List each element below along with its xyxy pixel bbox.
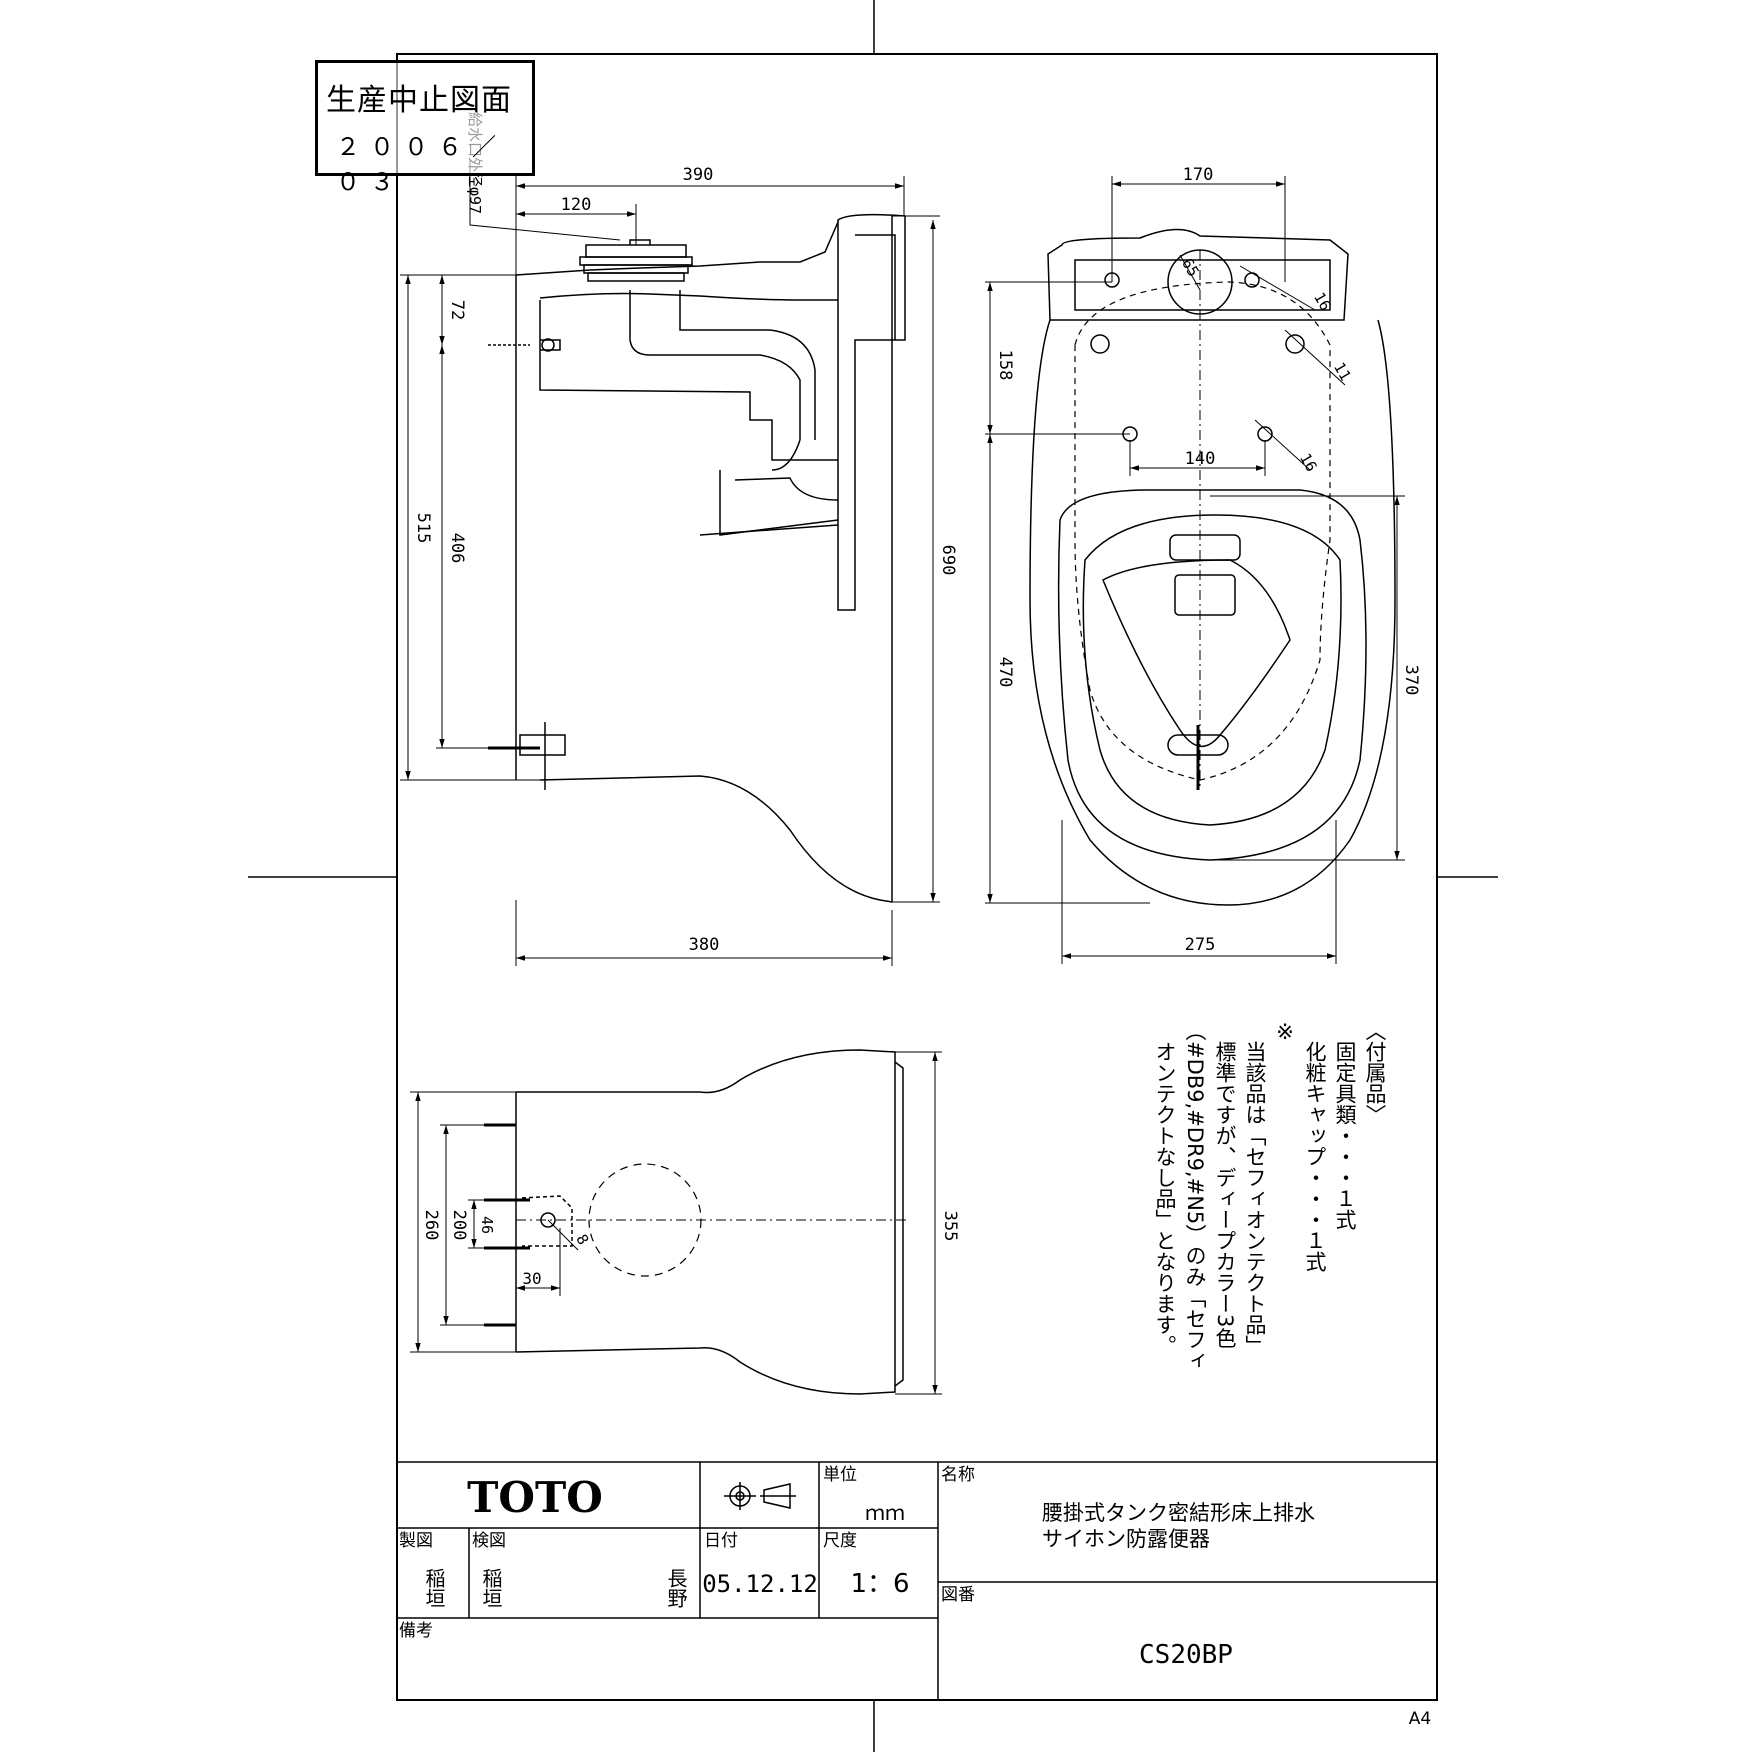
dim-355: 355 [940, 1211, 960, 1242]
dim-8: 8 [572, 1231, 592, 1248]
dim-16b: 16 [1296, 450, 1321, 475]
number-label: 図番 [941, 1585, 975, 1605]
unit-value: ｍｍ [865, 1501, 905, 1525]
name-line-1: 腰掛式タンク密結形床上排水 [1042, 1501, 1315, 1525]
dim-30: 30 [522, 1269, 541, 1288]
top-view [1029, 228, 1396, 906]
dim-11: 11 [1330, 359, 1355, 384]
dim-158: 158 [995, 350, 1015, 381]
side-view [488, 213, 906, 903]
dim-690: 690 [938, 545, 958, 576]
name-label: 名称 [941, 1465, 975, 1485]
dim-515: 515 [413, 513, 433, 544]
bottom-view-dimensions [410, 1051, 942, 1395]
top-view-dimensions [985, 176, 1405, 964]
note-line: （#DB9,#DR9,#N5）のみ「セフィ [1183, 1020, 1207, 1372]
paper-size: A4 [1409, 1709, 1431, 1729]
sheet-border [248, 0, 1498, 1752]
dim-370: 370 [1401, 665, 1421, 696]
dim-275: 275 [1185, 935, 1216, 955]
stamp-title: 生産中止図面 [326, 83, 512, 118]
discontinued-stamp: 生産中止図面 ２００６／０３ [315, 60, 535, 196]
dim-120: 120 [561, 195, 592, 215]
dim-470: 470 [995, 657, 1015, 688]
signature-texts: 稲垣 稲垣 長野 [422, 1568, 688, 1608]
name-line-2: サイホン防露便器 [1042, 1527, 1210, 1551]
dim-200: 200 [449, 1210, 469, 1241]
dim-72: 72 [447, 300, 467, 320]
note-line: 当該品は「セフィオンテクト品」 [1243, 1020, 1267, 1356]
title-block [397, 1461, 1437, 1700]
date-label: 日付 [704, 1531, 738, 1551]
note-line: 標準ですが、ディープカラー3色 [1213, 1020, 1237, 1349]
projection-symbol-icon [724, 1482, 796, 1510]
checked-value: 稲垣 [479, 1568, 503, 1608]
drawn-value: 稲垣 [422, 1568, 446, 1608]
side-view-dimensions [400, 160, 940, 966]
drawing-number: CS20BP [1139, 1640, 1233, 1670]
note-line: オンテクトなし品」となります。 [1153, 1020, 1177, 1356]
drawn-label: 製図 [399, 1531, 433, 1551]
dim-46: 46 [478, 1216, 496, 1234]
dim-140: 140 [1185, 449, 1216, 469]
dim-406: 406 [447, 533, 467, 564]
note-line: 〈付属品〉 [1363, 1020, 1387, 1125]
dim-260: 260 [421, 1210, 441, 1241]
dim-380: 380 [689, 935, 720, 955]
stamp-date: ２００６／０３ [336, 133, 506, 196]
remarks-label: 備考 [399, 1621, 433, 1641]
bottom-view [484, 1049, 910, 1395]
unit-label: 単位 [823, 1465, 857, 1485]
date-value: 05.12.12 [702, 1570, 818, 1598]
note-line: 化粧キャップ・・・１式 [1303, 1020, 1327, 1272]
checked-label: 検図 [472, 1531, 506, 1551]
note-line: ※ [1273, 1020, 1297, 1044]
accessory-notes: 〈付属品〉 固定具類・・・１式 化粧キャップ・・・１式 ※ 当該品は「セフィオン… [1153, 1020, 1390, 1440]
note-line: 固定具類・・・１式 [1333, 1020, 1357, 1230]
approved-value: 長野 [664, 1568, 688, 1608]
dim-390: 390 [683, 165, 714, 185]
scale-label: 尺度 [823, 1531, 857, 1551]
toto-logo: TOTO [467, 1473, 603, 1522]
dim-170: 170 [1183, 165, 1214, 185]
scale-value: 1：6 [850, 1569, 909, 1599]
title-block-texts: TOTO 単位 ｍｍ 名称 腰掛式タンク密結形床上排水 サイホン防露便器 製図 … [399, 1465, 1431, 1729]
